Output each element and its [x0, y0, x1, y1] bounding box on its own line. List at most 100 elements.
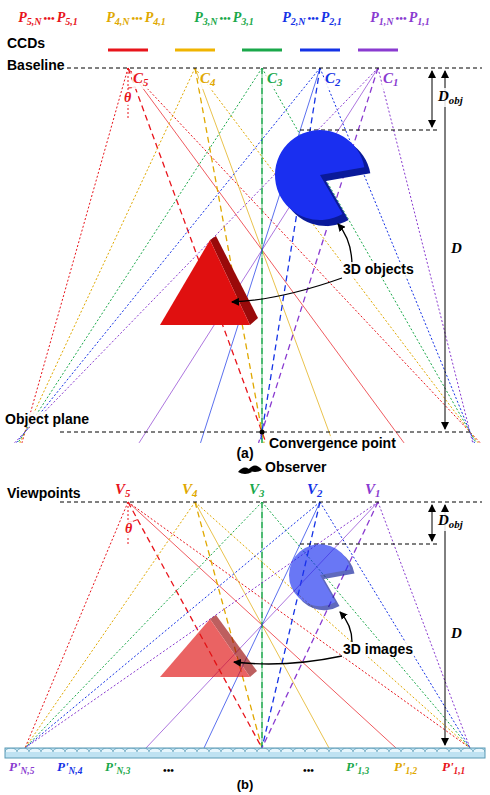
label-text: Object plane [5, 411, 89, 427]
label-group: CCDs [6, 36, 46, 51]
ray [20, 68, 195, 443]
ray [128, 68, 266, 443]
label-text: θ [125, 521, 132, 536]
ray [261, 68, 262, 443]
ray [320, 502, 475, 755]
ray [261, 502, 262, 755]
subscript: 5,N [27, 16, 42, 27]
subscript: 1 [393, 76, 398, 88]
label-text: 3D images [343, 641, 413, 657]
blue-object [275, 130, 370, 226]
label-group: Convergence point [268, 436, 397, 451]
subscript: obj [449, 518, 463, 530]
label-group: P'N,4 [56, 760, 83, 776]
label-group: Object plane [4, 412, 90, 427]
label-text: P [18, 10, 27, 25]
label-text: CCDs [7, 35, 45, 51]
label-text: C [267, 70, 277, 86]
label-text: P' [442, 759, 454, 774]
label-group: P'1,2 [393, 760, 418, 776]
subscript: 3 [259, 487, 264, 499]
label-text: P' [9, 759, 21, 774]
label-text: V [365, 481, 375, 497]
subscript: N,4 [69, 766, 83, 776]
subscript: N,5 [21, 766, 35, 776]
label-group: (b) [236, 778, 255, 792]
label-text: C [325, 70, 335, 86]
subscript: 4,N [115, 16, 130, 27]
subscript: 2,N [291, 16, 306, 27]
label-text: Viewpoints [7, 485, 81, 501]
label-text: P [282, 10, 291, 25]
label-text: Observer [265, 459, 326, 475]
dobj-arrow [432, 505, 433, 541]
label-group: D [450, 240, 463, 257]
label-text: Baseline [7, 57, 65, 73]
ellipsis: ••• [220, 13, 231, 24]
object-plane [60, 432, 470, 433]
callout-arrow [340, 612, 352, 642]
label-text: P [233, 10, 242, 25]
ray [201, 68, 320, 443]
viewpoint-line [60, 502, 482, 503]
label-text: P' [346, 759, 358, 774]
label-text: V [115, 481, 125, 497]
ray [195, 68, 478, 443]
label-group: V4 [181, 481, 198, 500]
ray [259, 502, 378, 755]
label-text: P [409, 10, 418, 25]
ray [320, 68, 475, 443]
label-text: D [438, 512, 449, 528]
label-text: (b) [237, 777, 254, 792]
ellipsis: ••• [396, 13, 407, 24]
ray [262, 502, 476, 755]
callout-arrow [232, 278, 342, 302]
label-group: P1,N•••P1,1 [369, 10, 431, 27]
subscript: 5,1 [65, 16, 78, 27]
ccd-bars [108, 49, 398, 52]
d-arrow [445, 505, 446, 745]
subscript: 1,1 [417, 16, 430, 27]
callout-arrow [338, 224, 352, 266]
label-text: D [451, 625, 462, 641]
label-text: D [438, 88, 449, 104]
label-group: θ [124, 521, 133, 536]
label-text: V [249, 481, 259, 497]
label-group: C3 [266, 70, 283, 89]
label-group: V2 [306, 481, 323, 500]
label-group: ••• [300, 762, 317, 777]
label-group: C2 [324, 70, 341, 89]
convergence-dot [260, 430, 265, 435]
label-text: V [182, 481, 192, 497]
ray [128, 502, 404, 755]
label-text: θ [124, 90, 131, 105]
subscript: 3,N [203, 16, 218, 27]
ray [378, 502, 473, 755]
label-text: P [194, 10, 203, 25]
subscript: 1,1 [454, 766, 466, 776]
label-group: V3 [248, 481, 265, 500]
label-group: Dobj [437, 512, 464, 531]
ellipsis: ••• [303, 765, 314, 776]
label-text: V [307, 481, 317, 497]
subscript: 1,2 [406, 766, 418, 776]
ray [139, 68, 378, 443]
label-group: P'1,3 [345, 760, 370, 776]
subscript: 1,N [379, 16, 394, 27]
ray [139, 502, 378, 755]
red-object [160, 236, 258, 325]
eye-icon [238, 466, 262, 475]
subscript: 4,1 [153, 16, 166, 27]
subscript: 3,1 [241, 16, 254, 27]
subscript: obj [449, 94, 463, 106]
label-group: V1 [364, 481, 381, 500]
ray [18, 502, 262, 755]
ray [14, 502, 378, 755]
label-group: 3D objects [342, 262, 415, 277]
subscript: 2 [317, 487, 322, 499]
label-text: P' [105, 759, 117, 774]
label-text: P [321, 10, 330, 25]
red-image [160, 615, 257, 677]
